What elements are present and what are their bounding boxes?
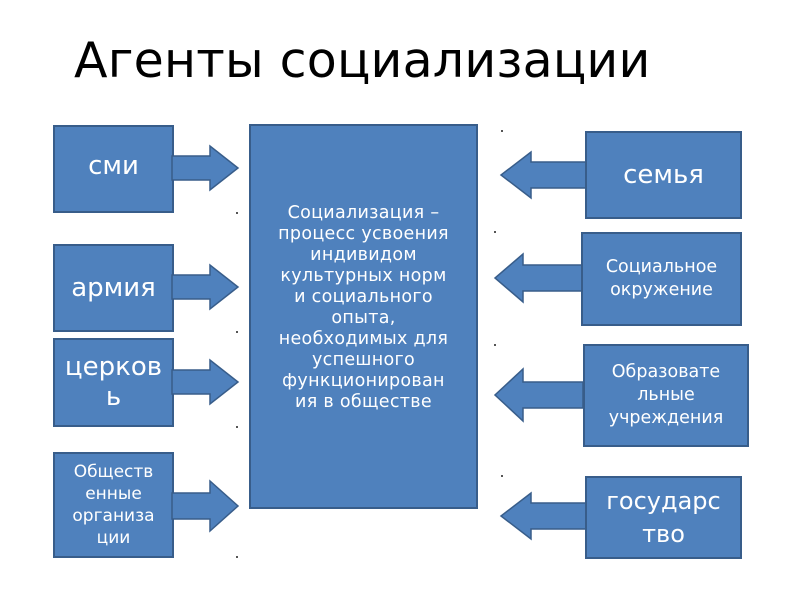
agent-label: сми	[88, 150, 139, 181]
agent-label: государс тво	[606, 487, 721, 548]
agent-label: армия	[71, 272, 156, 303]
arrow-left-icon	[499, 491, 589, 541]
agent-label: церков ь	[64, 351, 163, 412]
agent-box-media: сми	[53, 125, 174, 213]
placeholder-dot	[236, 556, 238, 558]
placeholder-dot	[236, 212, 238, 214]
arrow-right-icon	[171, 479, 242, 533]
arrow-left-icon	[493, 252, 585, 304]
arrow-right-icon	[171, 358, 242, 406]
placeholder-dot	[494, 231, 496, 233]
placeholder-dot	[501, 475, 503, 477]
agent-box-state: государс тво	[585, 476, 742, 559]
placeholder-dot	[236, 331, 238, 333]
agent-box-social-environment: Социальное окружение	[581, 232, 742, 326]
agent-box-army: армия	[53, 244, 174, 332]
agent-box-church: церков ь	[53, 338, 174, 427]
agent-label: Образовате льные учреждения	[608, 362, 724, 428]
placeholder-dot	[494, 344, 496, 346]
arrow-right-icon	[171, 144, 242, 192]
arrow-left-icon	[493, 367, 585, 423]
placeholder-dot	[501, 130, 503, 132]
agent-box-public-organizations: Обществ енные организа ции	[53, 452, 174, 558]
central-definition-text: Социализация – процесс усвоения индивидо…	[278, 202, 449, 412]
agent-box-family: семья	[585, 131, 742, 219]
agent-label: Обществ енные организа ции	[72, 461, 155, 549]
agent-label: Социальное окружение	[605, 257, 718, 300]
arrow-right-icon	[171, 263, 242, 311]
agent-box-educational-institutions: Образовате льные учреждения	[583, 344, 749, 447]
placeholder-dot	[236, 426, 238, 428]
central-definition-box: Социализация – процесс усвоения индивидо…	[249, 124, 478, 509]
slide-title: Агенты социализации	[74, 32, 651, 89]
arrow-left-icon	[499, 150, 589, 200]
agent-label: семья	[623, 159, 704, 190]
